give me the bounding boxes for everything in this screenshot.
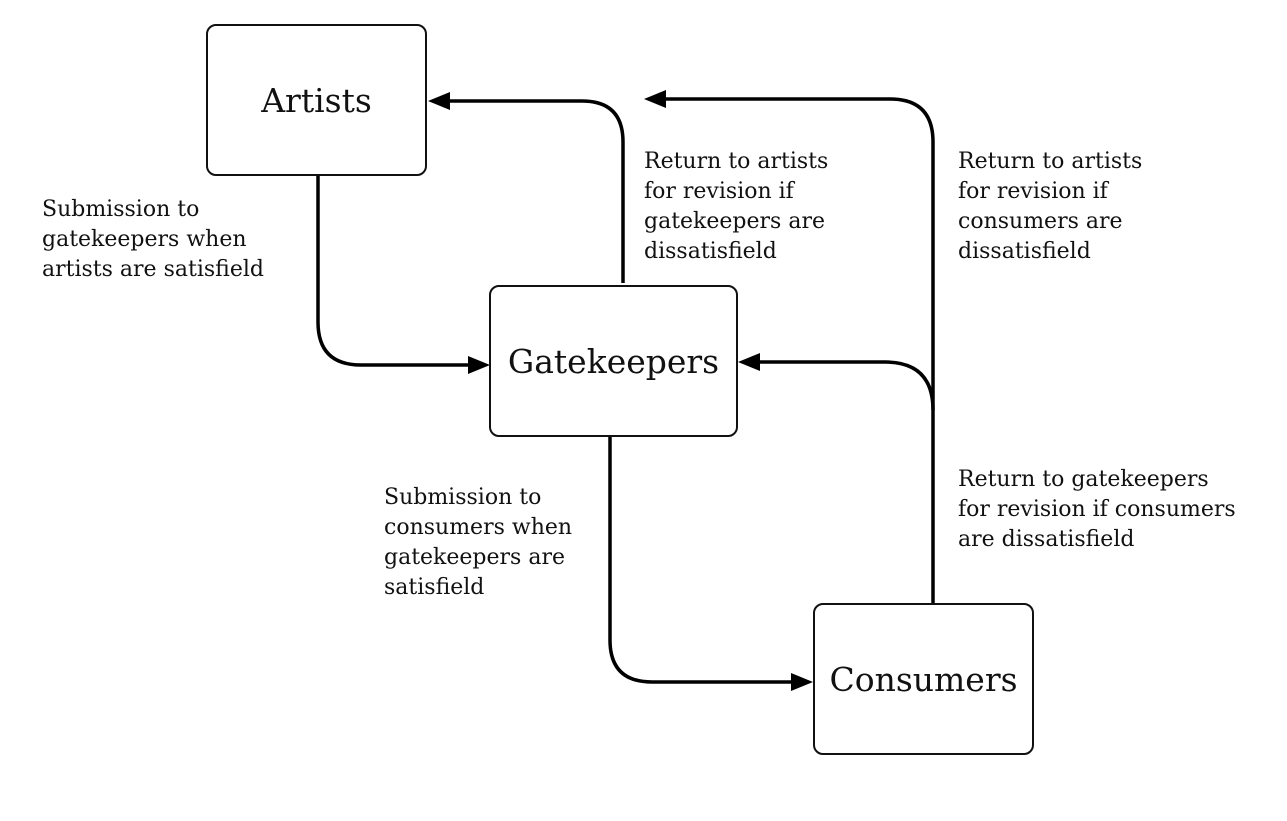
arrow-gatekeepers-to-consumers bbox=[608, 437, 813, 691]
edge-label-gatekeepers-to-artists: Return to artists for revision if gateke… bbox=[644, 149, 829, 264]
node-gatekeepers: Gatekeepers bbox=[489, 285, 738, 437]
node-gatekeepers-label: Gatekeepers bbox=[507, 341, 720, 381]
edge-label-artists-to-gatekeepers: Submission to gatekeepers when artists a… bbox=[42, 197, 264, 282]
arrow-consumers-to-gatekeepers bbox=[738, 353, 935, 411]
node-artists: Artists bbox=[206, 24, 427, 176]
arrow-consumers-to-artists bbox=[644, 90, 935, 603]
node-consumers: Consumers bbox=[813, 603, 1034, 755]
node-consumers-label: Consumers bbox=[829, 659, 1018, 699]
edge-label-consumers-to-gatekeepers: Return to gatekeepers for revision if co… bbox=[958, 467, 1236, 552]
arrow-gatekeepers-to-artists bbox=[428, 92, 625, 283]
arrow-artists-to-gatekeepers bbox=[316, 176, 490, 374]
edge-label-consumers-to-artists: Return to artists for revision if consum… bbox=[958, 149, 1143, 264]
edge-label-gatekeepers-to-consumers: Submission to consumers when gatekeepers… bbox=[384, 485, 573, 600]
node-artists-label: Artists bbox=[261, 80, 372, 120]
